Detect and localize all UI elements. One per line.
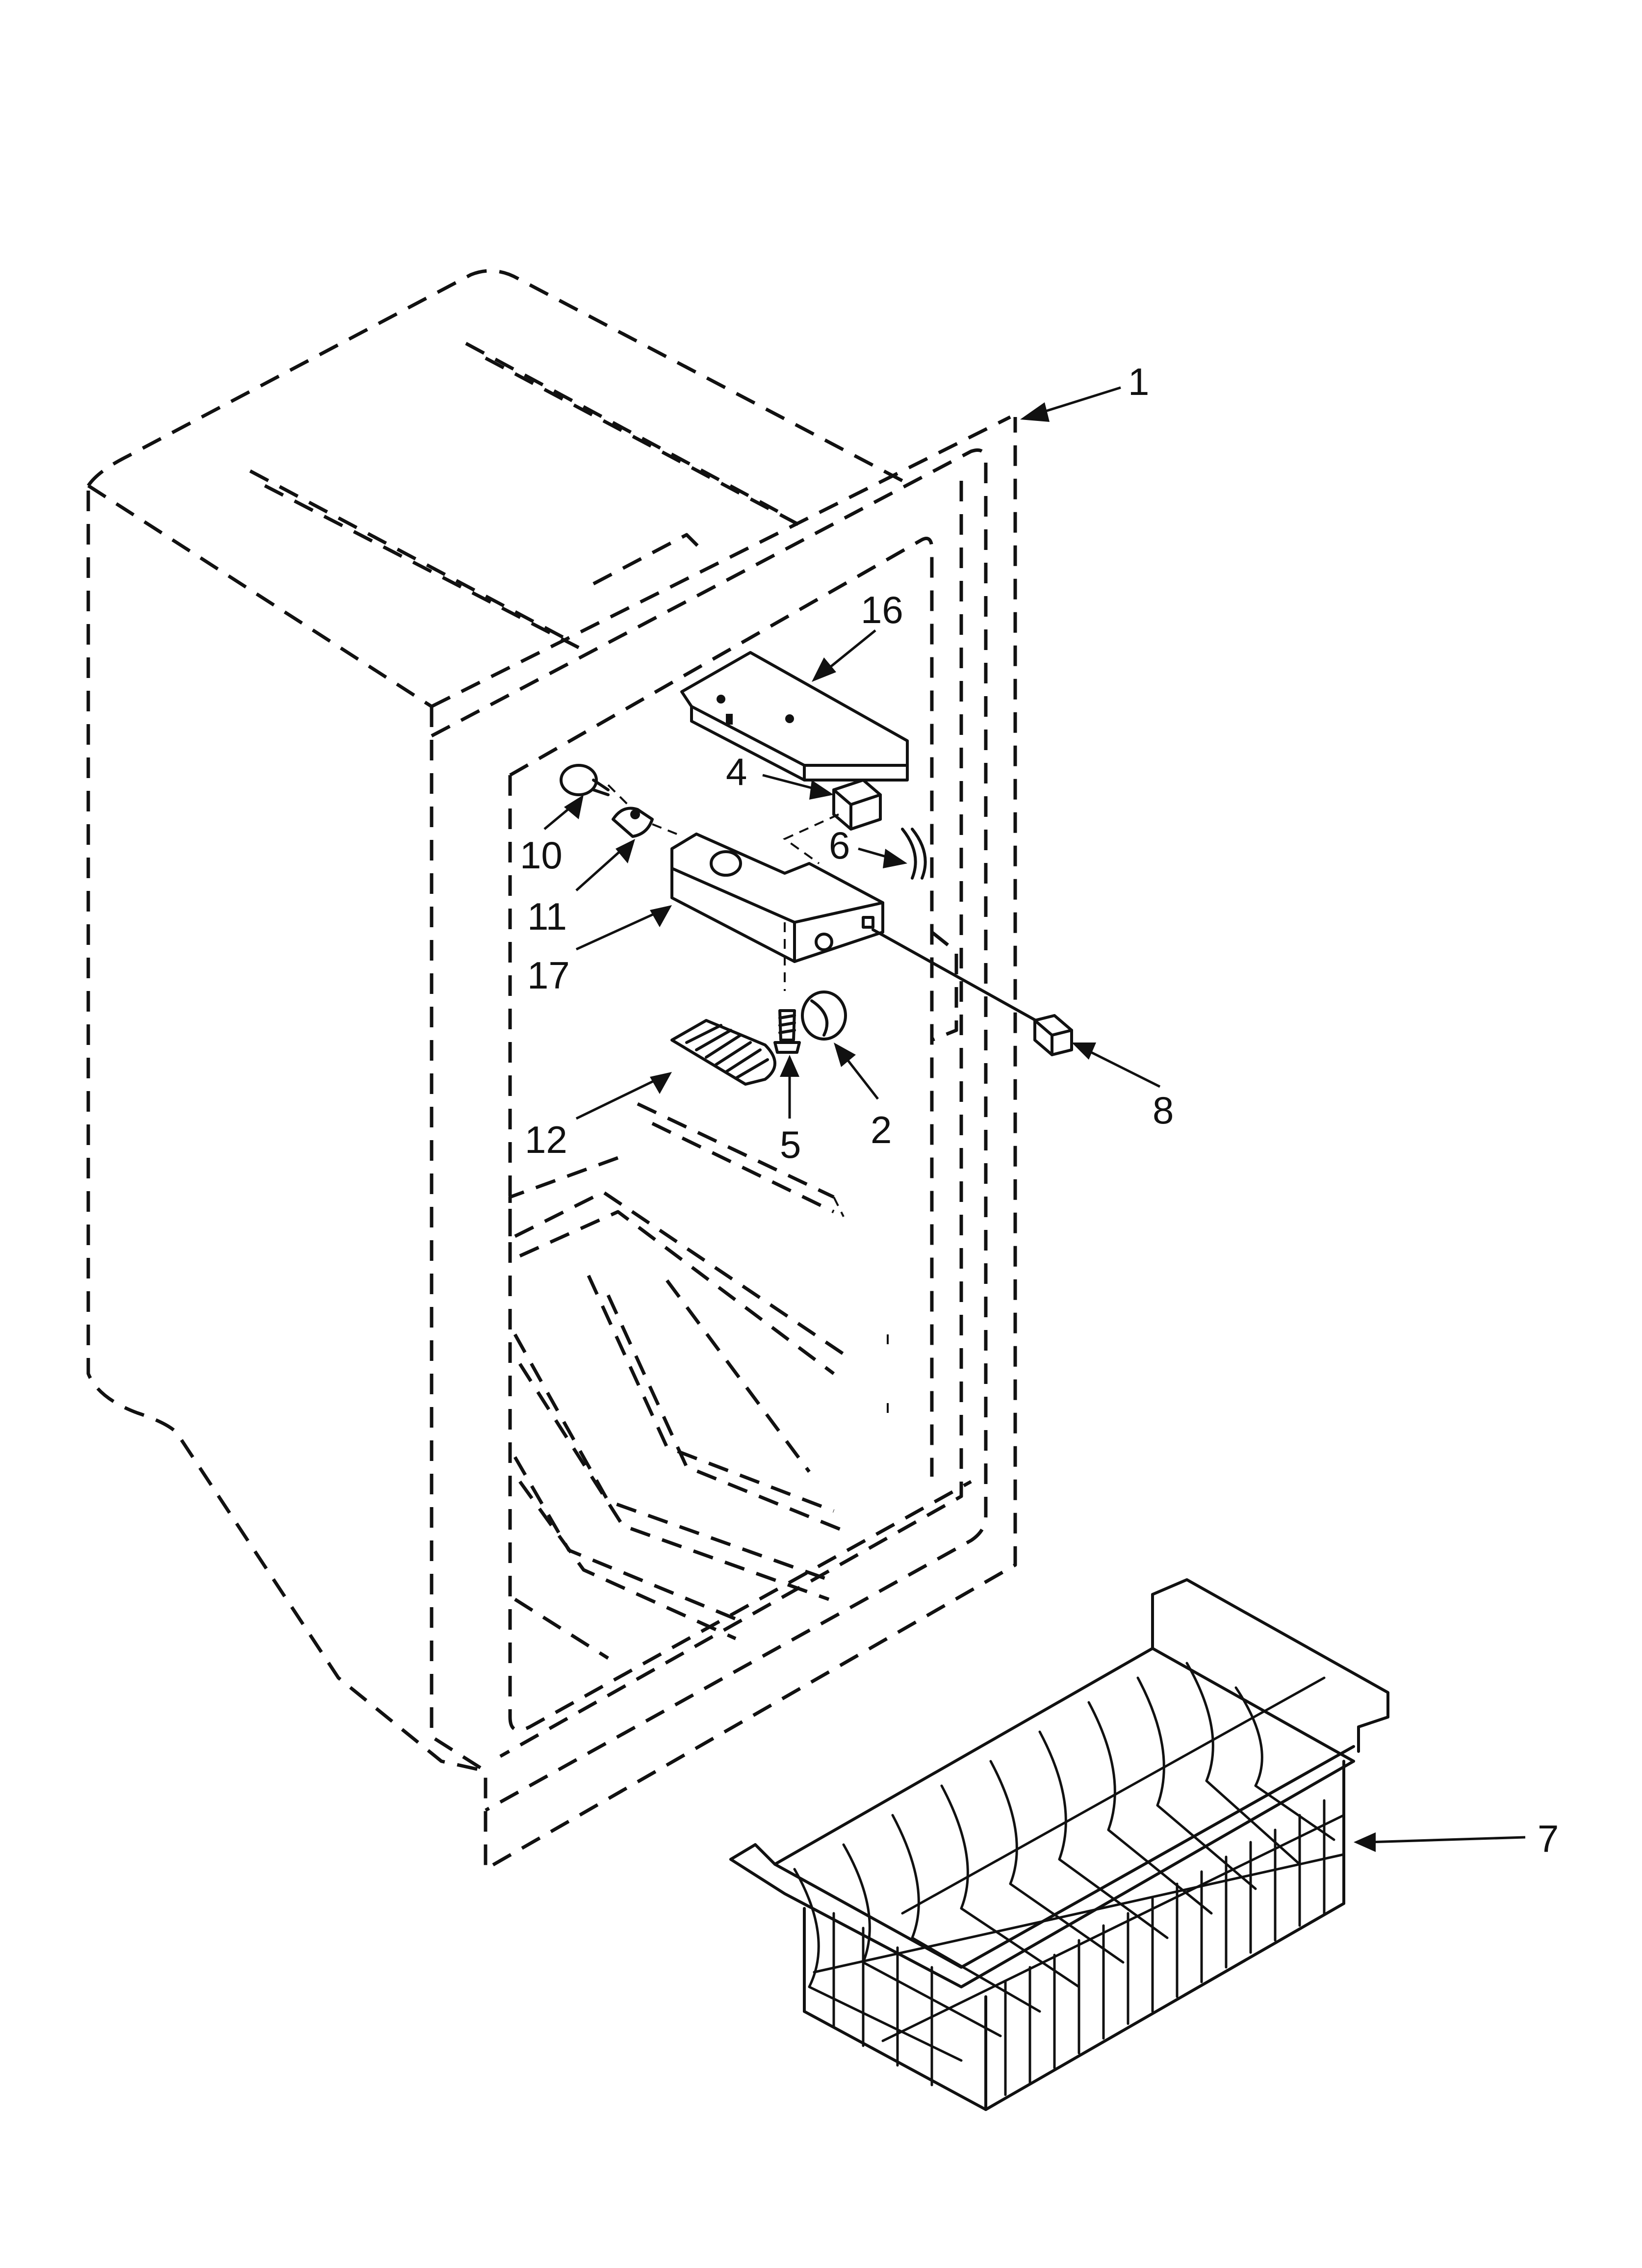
callout-8: 8 bbox=[1153, 1089, 1174, 1132]
part-16-light-shield bbox=[680, 651, 909, 782]
callout-5: 5 bbox=[780, 1123, 801, 1166]
part-7-wire-basket bbox=[729, 1578, 1389, 2111]
callout-12: 12 bbox=[525, 1118, 567, 1161]
callout-16: 16 bbox=[861, 588, 903, 631]
part-11-light-socket bbox=[607, 784, 677, 838]
part-17-control-housing bbox=[670, 833, 1046, 1027]
callout-10: 10 bbox=[520, 834, 563, 877]
part-8-switch bbox=[1033, 1014, 1073, 1056]
callout-labels: 1 16 4 6 10 11 17 12 5 2 8 7 bbox=[520, 360, 1559, 1860]
callout-7: 7 bbox=[1538, 1817, 1559, 1860]
part-2-control-knob bbox=[801, 991, 847, 1041]
cabinet-outline bbox=[86, 269, 1017, 1871]
callout-17: 17 bbox=[527, 954, 570, 997]
part-10-light-bulb bbox=[560, 764, 610, 796]
leader-lines bbox=[543, 386, 1526, 1852]
part-12-light-lens bbox=[670, 1019, 776, 1086]
callout-4: 4 bbox=[726, 750, 747, 793]
callout-11: 11 bbox=[527, 895, 567, 938]
part-4-control-block bbox=[783, 779, 882, 864]
callout-2: 2 bbox=[871, 1108, 892, 1151]
callout-1: 1 bbox=[1128, 360, 1149, 403]
part-5-screw bbox=[773, 1009, 801, 1054]
part-6-tube bbox=[901, 828, 927, 880]
callout-6: 6 bbox=[829, 824, 850, 867]
